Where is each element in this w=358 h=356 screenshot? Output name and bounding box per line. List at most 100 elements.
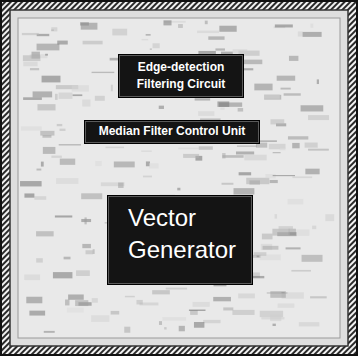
- texture-patch: [270, 291, 286, 298]
- texture-patch: [281, 88, 291, 90]
- texture-patch: [24, 275, 40, 281]
- texture-patch: [114, 161, 135, 167]
- texture-patch: [263, 246, 279, 250]
- texture-patch: [213, 297, 231, 301]
- texture-patch: [275, 214, 278, 218]
- texture-patch: [302, 255, 323, 262]
- texture-patch: [51, 27, 57, 31]
- texture-patch: [311, 24, 314, 28]
- texture-patch: [273, 175, 295, 176]
- texture-patch: [279, 226, 293, 232]
- texture-patch: [242, 60, 262, 65]
- texture-patch: [111, 85, 113, 92]
- texture-patch: [59, 93, 73, 99]
- texture-patch: [73, 94, 83, 96]
- texture-patch: [310, 296, 327, 298]
- texture-patch: [65, 300, 69, 306]
- texture-patch: [59, 144, 81, 145]
- texture-patch: [153, 43, 160, 48]
- texture-patch: [21, 126, 42, 130]
- texture-patch: [118, 183, 123, 188]
- texture-patch: [280, 148, 286, 150]
- texture-patch: [149, 163, 159, 168]
- texture-patch: [179, 326, 185, 331]
- texture-patch: [261, 317, 284, 319]
- texture-patch: [292, 143, 299, 148]
- texture-patch: [299, 322, 319, 326]
- texture-patch: [189, 310, 206, 311]
- texture-patch: [238, 108, 243, 112]
- texture-patch: [82, 244, 91, 248]
- texture-patch: [222, 155, 243, 158]
- texture-patch: [305, 143, 318, 148]
- texture-patch: [45, 54, 48, 56]
- texture-patch: [166, 288, 187, 290]
- texture-patch: [92, 298, 98, 303]
- texture-patch: [317, 79, 319, 84]
- texture-patch: [57, 41, 68, 45]
- texture-patch: [36, 231, 54, 236]
- texture-patch: [217, 101, 229, 106]
- texture-patch: [67, 308, 84, 313]
- texture-patch: [254, 252, 267, 256]
- texture-patch: [220, 107, 224, 109]
- texture-patch: [41, 162, 44, 167]
- texture-patch: [60, 129, 66, 131]
- die-core: [10, 10, 348, 346]
- texture-patch: [219, 26, 236, 32]
- texture-patch: [83, 41, 103, 45]
- texture-patch: [246, 178, 269, 184]
- texture-patch: [81, 23, 98, 30]
- texture-patch: [142, 39, 149, 40]
- texture-patch: [37, 169, 42, 171]
- texture-patch: [305, 169, 319, 175]
- texture-patch: [195, 98, 210, 100]
- texture-patch: [20, 181, 42, 186]
- texture-patch: [193, 302, 210, 307]
- texture-patch: [298, 31, 303, 36]
- texture-patch: [233, 49, 248, 53]
- texture-patch: [57, 124, 63, 126]
- texture-patch: [325, 214, 334, 221]
- texture-patch: [53, 272, 72, 278]
- texture-patch: [308, 115, 329, 120]
- texture-patch: [75, 300, 88, 306]
- block-name: Vector Generator: [128, 202, 248, 266]
- texture-patch: [51, 156, 61, 158]
- texture-patch: [286, 247, 301, 249]
- texture-patch: [288, 199, 304, 204]
- texture-patch: [112, 29, 127, 36]
- texture-patch: [29, 311, 45, 316]
- texture-patch: [84, 217, 86, 224]
- texture-patch: [208, 36, 224, 39]
- texture-patch: [111, 311, 120, 315]
- texture-patch: [265, 174, 275, 178]
- texture-patch: [23, 55, 41, 61]
- texture-patch: [152, 290, 170, 294]
- texture-patch: [23, 97, 42, 100]
- texture-patch: [264, 95, 281, 100]
- texture-patch: [234, 188, 255, 194]
- block-name: Median Filter Control Unit: [89, 124, 255, 139]
- texture-patch: [51, 29, 54, 30]
- texture-patch: [222, 153, 225, 158]
- texture-patch: [237, 146, 257, 147]
- texture-patch: [68, 294, 84, 299]
- texture-patch: [308, 149, 329, 151]
- texture-patch: [198, 111, 214, 116]
- texture-patch: [23, 62, 37, 67]
- texture-patch: [232, 310, 254, 315]
- texture-patch: [125, 296, 135, 297]
- texture-patch: [76, 270, 90, 276]
- texture-patch: [37, 44, 60, 51]
- texture-patch: [40, 131, 54, 136]
- texture-patch: [239, 172, 252, 175]
- texture-patch: [244, 155, 266, 161]
- texture-patch: [86, 250, 94, 254]
- texture-patch: [91, 315, 109, 322]
- texture-patch: [288, 136, 308, 139]
- texture-patch: [197, 31, 219, 33]
- texture-patch: [81, 193, 102, 199]
